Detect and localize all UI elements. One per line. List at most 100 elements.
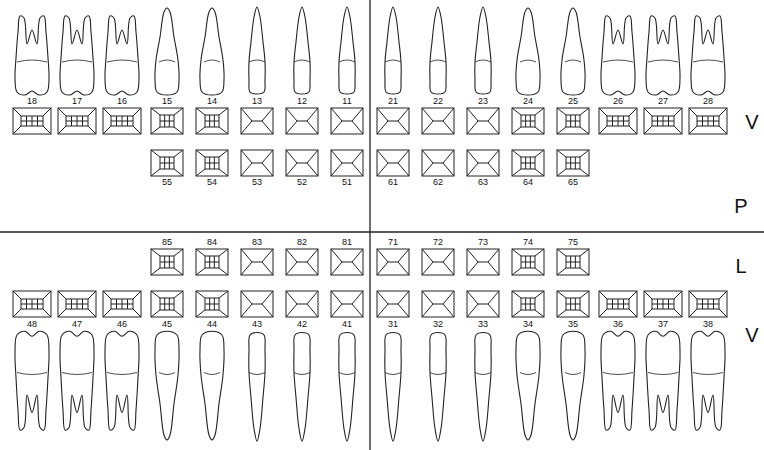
tooth-outline [601, 16, 635, 95]
surface-box [196, 150, 228, 176]
tooth-number: 15 [162, 97, 172, 106]
surface-box [557, 108, 589, 134]
surface-box [557, 249, 589, 275]
tooth-number: 35 [568, 320, 578, 329]
surface-box [58, 108, 96, 134]
surface-box [467, 150, 499, 176]
tooth-number: 46 [117, 320, 127, 329]
surface-box [512, 150, 544, 176]
tooth-number: 53 [252, 178, 262, 187]
tooth-outline [561, 331, 585, 440]
surface-box [644, 291, 682, 317]
tooth-number: 16 [117, 97, 127, 106]
surface-box [467, 291, 499, 317]
tooth-outline [561, 8, 585, 95]
tooth-outline [60, 16, 94, 95]
tooth-number: 42 [297, 320, 307, 329]
tooth-outline [385, 333, 401, 442]
surface-box [286, 108, 318, 134]
tooth-number: 22 [433, 97, 443, 106]
surface-box [151, 291, 183, 317]
tooth-number: 71 [388, 238, 398, 247]
surface-box [286, 249, 318, 275]
surface-box [422, 291, 454, 317]
tooth-outline [200, 331, 224, 440]
tooth-outline [430, 7, 446, 94]
tooth-outline [601, 331, 635, 430]
tooth-number: 11 [342, 97, 351, 106]
tooth-outline [60, 331, 94, 430]
tooth-outline [105, 331, 139, 430]
tooth-number: 28 [703, 97, 713, 106]
tooth-outline [105, 16, 139, 95]
tooth-outline [200, 8, 224, 95]
surface-box [377, 150, 409, 176]
surface-box [331, 150, 363, 176]
tooth-number: 18 [27, 97, 37, 106]
surface-box [151, 108, 183, 134]
tooth-number: 62 [433, 178, 443, 187]
surface-box [557, 150, 589, 176]
tooth-number: 52 [297, 178, 307, 187]
surface-box [644, 108, 682, 134]
tooth-number: 17 [72, 97, 82, 106]
surface-box [196, 108, 228, 134]
tooth-number: 31 [388, 320, 398, 329]
surface-box [467, 249, 499, 275]
tooth-outline [155, 331, 179, 440]
surface-box [241, 150, 273, 176]
surface-box [241, 108, 273, 134]
tooth-number: 21 [388, 97, 398, 106]
surface-box [557, 291, 589, 317]
surface-box [196, 291, 228, 317]
tooth-number: 41 [342, 320, 352, 329]
tooth-number: 75 [568, 238, 578, 247]
surface-letter: V [745, 112, 758, 132]
surface-box [241, 291, 273, 317]
surface-box [422, 249, 454, 275]
surface-box [331, 249, 363, 275]
surface-box [58, 291, 96, 317]
surface-box [286, 291, 318, 317]
surface-box [512, 108, 544, 134]
surface-box [331, 291, 363, 317]
tooth-number: 72 [433, 238, 443, 247]
tooth-outline [516, 8, 540, 95]
tooth-outline [249, 7, 265, 94]
tooth-number: 12 [297, 97, 307, 106]
surface-box [689, 291, 727, 317]
tooth-outline [249, 333, 265, 442]
surface-letter: V [745, 325, 758, 345]
tooth-outline [516, 331, 540, 440]
tooth-outline [691, 331, 725, 430]
tooth-outline [15, 16, 49, 95]
surface-box [377, 249, 409, 275]
tooth-number: 24 [523, 97, 533, 106]
tooth-number: 81 [342, 238, 352, 247]
surface-box [151, 150, 183, 176]
tooth-number: 85 [162, 238, 172, 247]
tooth-number: 25 [568, 97, 578, 106]
midline [369, 0, 370, 450]
tooth-outline [294, 7, 310, 94]
tooth-number: 43 [252, 320, 262, 329]
tooth-outline [339, 333, 355, 442]
surface-box [377, 291, 409, 317]
tooth-outline [155, 8, 179, 95]
surface-box [377, 108, 409, 134]
tooth-number: 36 [613, 320, 623, 329]
tooth-number: 44 [207, 320, 217, 329]
tooth-outline [15, 331, 49, 430]
surface-box [512, 291, 544, 317]
tooth-number: 32 [433, 320, 443, 329]
surface-box [331, 108, 363, 134]
tooth-number: 64 [523, 178, 533, 187]
tooth-number: 61 [388, 178, 398, 187]
tooth-outline [339, 7, 355, 94]
tooth-number: 26 [613, 97, 623, 106]
tooth-outline [646, 331, 680, 430]
tooth-outline [646, 16, 680, 95]
tooth-number: 38 [703, 320, 713, 329]
